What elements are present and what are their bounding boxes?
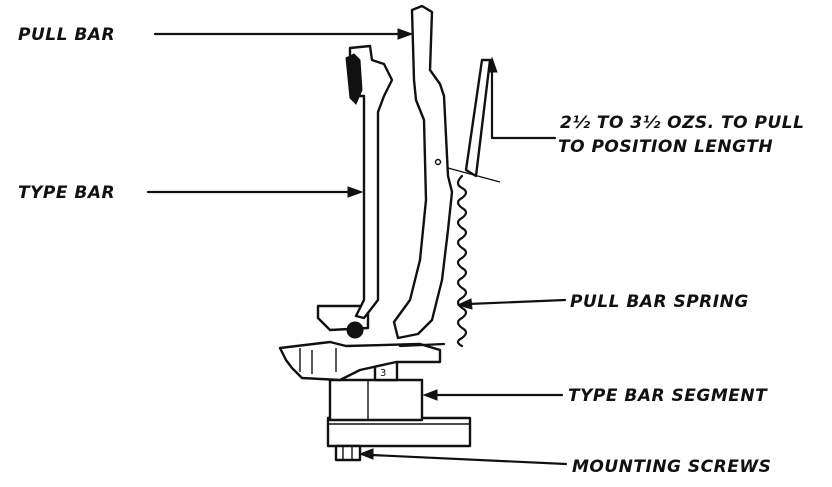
svg-text:3: 3 <box>380 368 386 379</box>
tension-note-leader <box>486 56 557 140</box>
pull-bar-spring-leader <box>456 298 567 310</box>
pull-bar-leader <box>153 28 414 40</box>
mounting-screws-leader <box>358 448 568 466</box>
pull-bar-spring-part <box>398 174 468 348</box>
type-bar-segment-base: 3 <box>326 360 472 462</box>
pull-bar-label: PULL BAR <box>18 25 115 45</box>
type-bar-label: TYPE BAR <box>18 183 115 203</box>
type-bar-leader <box>146 186 364 198</box>
type-bar-segment-label: TYPE BAR SEGMENT <box>568 386 768 406</box>
type-bar-segment-leader <box>422 389 564 401</box>
pull-bar-spring-label: PULL BAR SPRING <box>570 292 749 312</box>
spring-scale-arm <box>464 58 492 178</box>
pull-bar-part <box>392 4 501 340</box>
tension-note-line1: 2½ TO 3½ OZS. TO PULL <box>560 113 804 133</box>
type-bar-part <box>345 44 394 339</box>
mounting-screws-label: MOUNTING SCREWS <box>572 457 771 477</box>
tension-note-line2: TO POSITION LENGTH <box>558 137 773 157</box>
